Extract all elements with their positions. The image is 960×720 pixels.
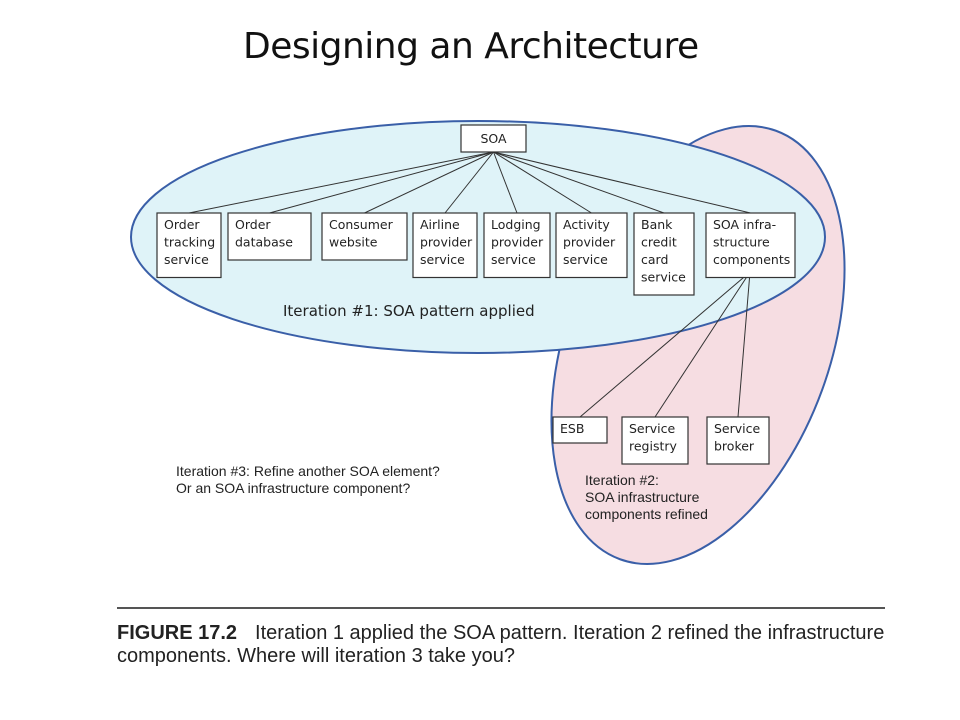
service-box-6-rect bbox=[555, 212, 628, 279]
service-box-8-text: structure bbox=[713, 235, 770, 250]
infrastructure-box-2-text: registry bbox=[629, 439, 678, 454]
connector-line bbox=[269, 151, 494, 214]
service-box-1-text: tracking bbox=[164, 235, 215, 250]
service-box-5: Lodging provider service bbox=[483, 212, 551, 279]
infrastructure-box-1: ESB bbox=[552, 416, 608, 444]
connector-line bbox=[493, 151, 518, 214]
infrastructure-box-1-rect bbox=[552, 416, 608, 444]
figure-number: FIGURE 17.2 bbox=[117, 622, 238, 644]
connector-line bbox=[493, 151, 665, 214]
iteration-2-label: Iteration #2: bbox=[585, 472, 659, 488]
service-box-7-text: service bbox=[641, 270, 686, 285]
iteration-2-label: SOA infrastructure bbox=[585, 489, 700, 505]
service-box-4: Airline provider service bbox=[412, 212, 478, 279]
connector-line bbox=[493, 151, 592, 214]
soa-root-rect bbox=[460, 124, 527, 153]
connector-line bbox=[737, 271, 751, 418]
service-box-8-rect bbox=[705, 212, 796, 279]
diagram-boxes: SOA Order tracking service Order database Cons… bbox=[156, 124, 796, 465]
service-box-3: Consumer website bbox=[321, 212, 408, 261]
iteration-2-label: components refined bbox=[585, 506, 708, 522]
iteration-3-label: Iteration #3: Refine another SOA element… bbox=[176, 463, 440, 479]
connector-line bbox=[188, 151, 494, 214]
connector-line bbox=[493, 151, 751, 214]
service-box-2-text: Order bbox=[235, 217, 271, 232]
service-box-1: Order tracking service bbox=[156, 212, 222, 279]
service-box-8-text: SOA infra- bbox=[713, 217, 776, 232]
service-box-2: Order database bbox=[227, 212, 312, 261]
service-box-5-text: Lodging bbox=[491, 217, 541, 232]
infrastructure-box-3-text: broker bbox=[714, 439, 755, 454]
service-box-6: Activity provider service bbox=[555, 212, 628, 279]
service-box-7-text: credit bbox=[641, 235, 677, 250]
infrastructure-box-2-rect bbox=[621, 416, 689, 465]
service-box-5-text: service bbox=[491, 252, 536, 267]
iteration-labels: Iteration #1: SOA pattern appliedIterati… bbox=[176, 302, 708, 522]
infrastructure-box-3: Service broker bbox=[706, 416, 770, 465]
service-box-7-text: Bank bbox=[641, 217, 673, 232]
service-box-2-rect bbox=[227, 212, 312, 261]
service-box-4-text: Airline bbox=[420, 217, 460, 232]
service-box-1-rect bbox=[156, 212, 222, 279]
soa-root-text: SOA bbox=[480, 131, 507, 146]
service-box-7-rect bbox=[633, 212, 695, 296]
service-box-6-text: service bbox=[563, 252, 608, 267]
service-box-6-text: Activity bbox=[563, 217, 610, 232]
service-box-8: SOA infra-structure components bbox=[705, 212, 796, 279]
caption-divider bbox=[117, 607, 885, 609]
service-box-1-text: service bbox=[164, 252, 209, 267]
service-box-4-rect bbox=[412, 212, 478, 279]
connector-line bbox=[364, 151, 494, 214]
connector-line bbox=[654, 271, 751, 418]
service-box-3-text: Consumer bbox=[329, 217, 394, 232]
iteration-3-label: Or an SOA infrastructure component? bbox=[176, 480, 410, 496]
caption-text: Iteration 1 applied the SOA pattern. Ite… bbox=[117, 622, 885, 667]
service-box-6-text: provider bbox=[563, 235, 616, 250]
infrastructure-box-3-text: Service bbox=[714, 421, 761, 436]
service-box-4-text: service bbox=[420, 252, 465, 267]
connector-lines bbox=[188, 151, 751, 418]
service-box-4-text: provider bbox=[420, 235, 473, 250]
service-box-7: Bank credit card service bbox=[633, 212, 695, 296]
connector-line bbox=[579, 271, 751, 418]
service-box-3-rect bbox=[321, 212, 408, 261]
infrastructure-box-2: Service registry bbox=[621, 416, 689, 465]
service-box-3-text: website bbox=[329, 235, 378, 250]
soa-root-box: SOA bbox=[460, 124, 527, 153]
connector-line bbox=[444, 151, 494, 214]
service-box-5-rect bbox=[483, 212, 551, 279]
slide-title: Designing an Architecture bbox=[243, 26, 699, 67]
service-box-8-text: components bbox=[713, 252, 790, 267]
architecture-diagram: SOA Order tracking service Order database Cons… bbox=[130, 120, 846, 565]
service-box-2-text: database bbox=[235, 235, 293, 250]
service-box-1-text: Order bbox=[164, 217, 200, 232]
infrastructure-box-2-text: Service bbox=[629, 421, 676, 436]
infrastructure-box-3-rect bbox=[706, 416, 770, 465]
service-box-5-text: provider bbox=[491, 235, 544, 250]
service-box-7-text: card bbox=[641, 252, 668, 267]
infrastructure-box-1-text: ESB bbox=[560, 421, 584, 436]
iteration-1-label: Iteration #1: SOA pattern applied bbox=[283, 302, 535, 320]
